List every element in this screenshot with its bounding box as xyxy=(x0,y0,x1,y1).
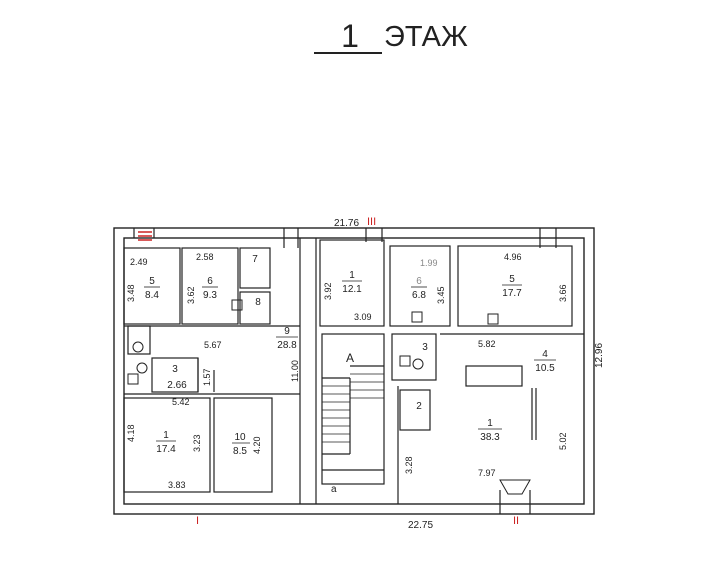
outer-walls xyxy=(113,227,595,515)
room-area: 9.3 xyxy=(203,290,217,301)
room-l7: 7 xyxy=(252,254,258,265)
dim-3-28: 3.28 xyxy=(404,456,414,474)
fixtures xyxy=(127,299,531,495)
section-mark-top: III xyxy=(367,216,376,228)
room-number: 9 xyxy=(284,326,290,337)
room-number: 5 xyxy=(509,274,515,285)
stair-label: A xyxy=(346,351,354,365)
room-l3: 3 2.66 xyxy=(167,364,187,391)
section-mark-bottom-right: II xyxy=(513,515,519,527)
room-l6: 6 9.3 xyxy=(202,276,218,301)
room-number: 3 xyxy=(172,364,178,375)
room-r4: 4 10.5 xyxy=(534,349,556,374)
overall-dim-bottom: 22.75 xyxy=(408,520,433,531)
dim-4-20: 4.20 xyxy=(252,436,262,454)
room-r5: 5 17.7 xyxy=(502,274,522,299)
dim-3-66: 3.66 xyxy=(558,284,568,302)
stair-sub-label: a xyxy=(331,484,337,495)
room-l10: 10 8.5 xyxy=(232,432,250,457)
dim-5-67: 5.67 xyxy=(204,340,222,350)
overall-dim-right: 12.96 xyxy=(594,343,605,368)
stair-treads xyxy=(322,373,384,443)
dim-3-83: 3.83 xyxy=(168,480,186,490)
room-l8: 8 xyxy=(255,297,261,308)
room-area: 10.5 xyxy=(535,363,555,374)
dim-2-58: 2.58 xyxy=(196,252,214,262)
room-r3: 3 xyxy=(422,342,428,353)
dim-1-99: 1.99 xyxy=(420,258,438,268)
dim-3-92: 3.92 xyxy=(323,282,333,300)
room-area: 38.3 xyxy=(480,432,500,443)
dim-4-96: 4.96 xyxy=(504,252,522,262)
dim-5-02: 5.02 xyxy=(558,432,568,450)
dim-1-57: 1.57 xyxy=(202,368,212,386)
floor-label: ЭТАЖ xyxy=(384,21,468,53)
dim-2-49: 2.49 xyxy=(130,257,148,267)
room-area: 6.8 xyxy=(412,290,426,301)
room-number: 1 xyxy=(487,418,493,429)
room-area: 2.66 xyxy=(167,380,187,391)
floor-number-underline xyxy=(314,52,382,54)
room-l9: 9 28.8 xyxy=(276,326,298,351)
room-number: 10 xyxy=(234,432,246,443)
room-area: 28.8 xyxy=(277,340,297,351)
room-area: 17.7 xyxy=(502,288,522,299)
room-c1: 1 12.1 xyxy=(342,270,362,295)
inner-walls xyxy=(123,238,584,504)
dim-3-48: 3.48 xyxy=(126,284,136,302)
room-r1: 1 38.3 xyxy=(478,418,502,443)
dim-7-97: 7.97 xyxy=(478,468,496,478)
room-area: 8.5 xyxy=(233,446,247,457)
room-l5: 5 8.4 xyxy=(144,276,160,301)
dim-3-45: 3.45 xyxy=(436,286,446,304)
room-number: 4 xyxy=(542,349,548,360)
room-number: 7 xyxy=(252,254,258,265)
dim-5-82: 5.82 xyxy=(478,339,496,349)
floor-number: 1 xyxy=(341,18,359,54)
dim-5-42: 5.42 xyxy=(172,397,190,407)
room-area: 12.1 xyxy=(342,284,362,295)
entry-marks xyxy=(138,231,152,241)
room-number: 5 xyxy=(149,276,155,287)
dim-11-00: 11.00 xyxy=(290,360,300,382)
room-number: 1 xyxy=(163,430,169,441)
dim-3-62: 3.62 xyxy=(186,286,196,304)
room-r2: 2 xyxy=(416,401,422,412)
room-number: 3 xyxy=(422,342,428,353)
page-title: 1 ЭТАЖ xyxy=(0,18,704,58)
room-number: 6 xyxy=(416,276,422,287)
room-area: 17.4 xyxy=(156,444,176,455)
room-number: 2 xyxy=(416,401,422,412)
dim-3-09: 3.09 xyxy=(354,312,372,322)
dim-4-18: 4.18 xyxy=(126,424,136,442)
room-c6: 6 6.8 xyxy=(411,276,427,301)
room-area: 8.4 xyxy=(145,290,159,301)
room-number: 8 xyxy=(255,297,261,308)
overall-dim-top: 21.76 xyxy=(334,218,359,229)
section-mark-bottom-left: I xyxy=(196,515,199,527)
dim-3-23: 3.23 xyxy=(192,434,202,452)
room-number: 6 xyxy=(207,276,213,287)
room-number: 1 xyxy=(349,270,355,281)
room-l1: 1 17.4 xyxy=(156,430,176,455)
dimension-labels: 2.49 3.48 2.58 3.62 5.67 11.00 1.57 5.42… xyxy=(126,252,568,490)
